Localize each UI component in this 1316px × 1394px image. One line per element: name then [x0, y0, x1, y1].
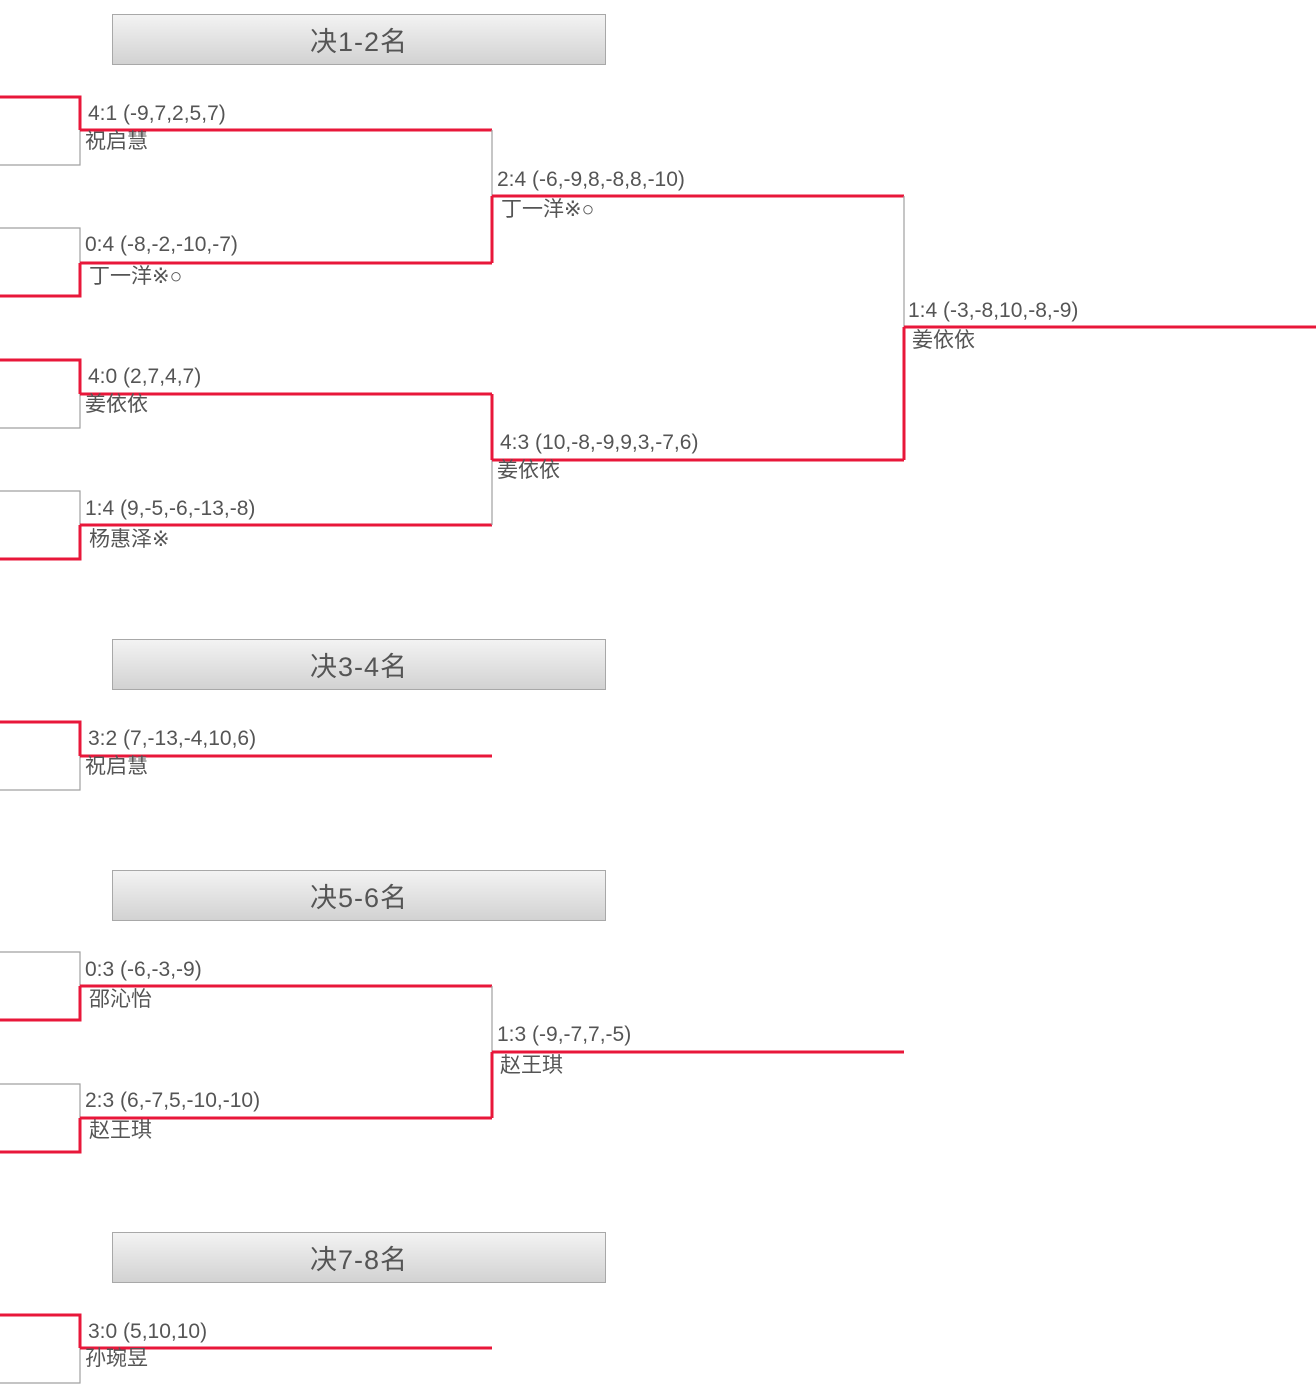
match-score: 2:3 (6,-7,5,-10,-10) [85, 1089, 261, 1112]
entry-box [0, 130, 81, 166]
match-score: 0:4 (-8,-2,-10,-7) [85, 233, 238, 256]
player-name: 丁一洋※○ [89, 265, 183, 288]
entry-box [0, 227, 81, 263]
match-score: 0:3 (-6,-3,-9) [85, 958, 202, 981]
entry-box [0, 95, 82, 130]
match-score: 1:4 (-3,-8,10,-8,-9) [908, 299, 1079, 322]
entry-box [0, 756, 81, 791]
entry-box [0, 951, 81, 986]
match-score: 4:1 (-9,7,2,5,7) [88, 102, 226, 125]
match-score: 4:3 (10,-8,-9,9,3,-7,6) [500, 431, 699, 454]
section-header-5-6: 决5-6名 [112, 870, 606, 921]
entry-box [0, 490, 81, 525]
entry-box [0, 986, 82, 1022]
entry-box [0, 394, 81, 429]
section-header-3-4: 决3-4名 [112, 639, 606, 690]
entry-box [0, 358, 82, 394]
player-name: 赵王琪 [89, 1119, 152, 1142]
match-score: 2:4 (-6,-9,8,-8,8,-10) [497, 168, 685, 191]
player-name: 祝启慧 [85, 130, 148, 153]
player-name: 祝启慧 [85, 755, 148, 778]
match-score: 3:2 (7,-13,-4,10,6) [88, 727, 257, 750]
player-name: 姜依依 [497, 459, 560, 482]
entry-box [0, 1083, 81, 1118]
match-score: 1:3 (-9,-7,7,-5) [497, 1023, 632, 1046]
entry-box [0, 1348, 81, 1384]
section-header-7-8: 决7-8名 [112, 1232, 606, 1283]
entry-box [0, 1313, 82, 1348]
player-name: 邵沁怡 [89, 988, 152, 1011]
match-score: 4:0 (2,7,4,7) [88, 365, 202, 388]
player-name: 姜依依 [85, 393, 148, 416]
entry-box [0, 1118, 82, 1154]
match-score: 1:4 (9,-5,-6,-13,-8) [85, 497, 256, 520]
player-name: 赵王琪 [500, 1054, 563, 1077]
player-name: 姜依依 [912, 329, 975, 352]
section-header-1-2: 决1-2名 [112, 14, 606, 65]
match-score: 3:0 (5,10,10) [88, 1320, 208, 1343]
entry-box [0, 263, 82, 298]
player-name: 杨惠泽※ [89, 528, 170, 551]
entry-box [0, 720, 82, 756]
entry-box [0, 525, 82, 561]
player-name: 孙琬昱 [85, 1347, 148, 1370]
player-name: 丁一洋※○ [501, 198, 595, 221]
